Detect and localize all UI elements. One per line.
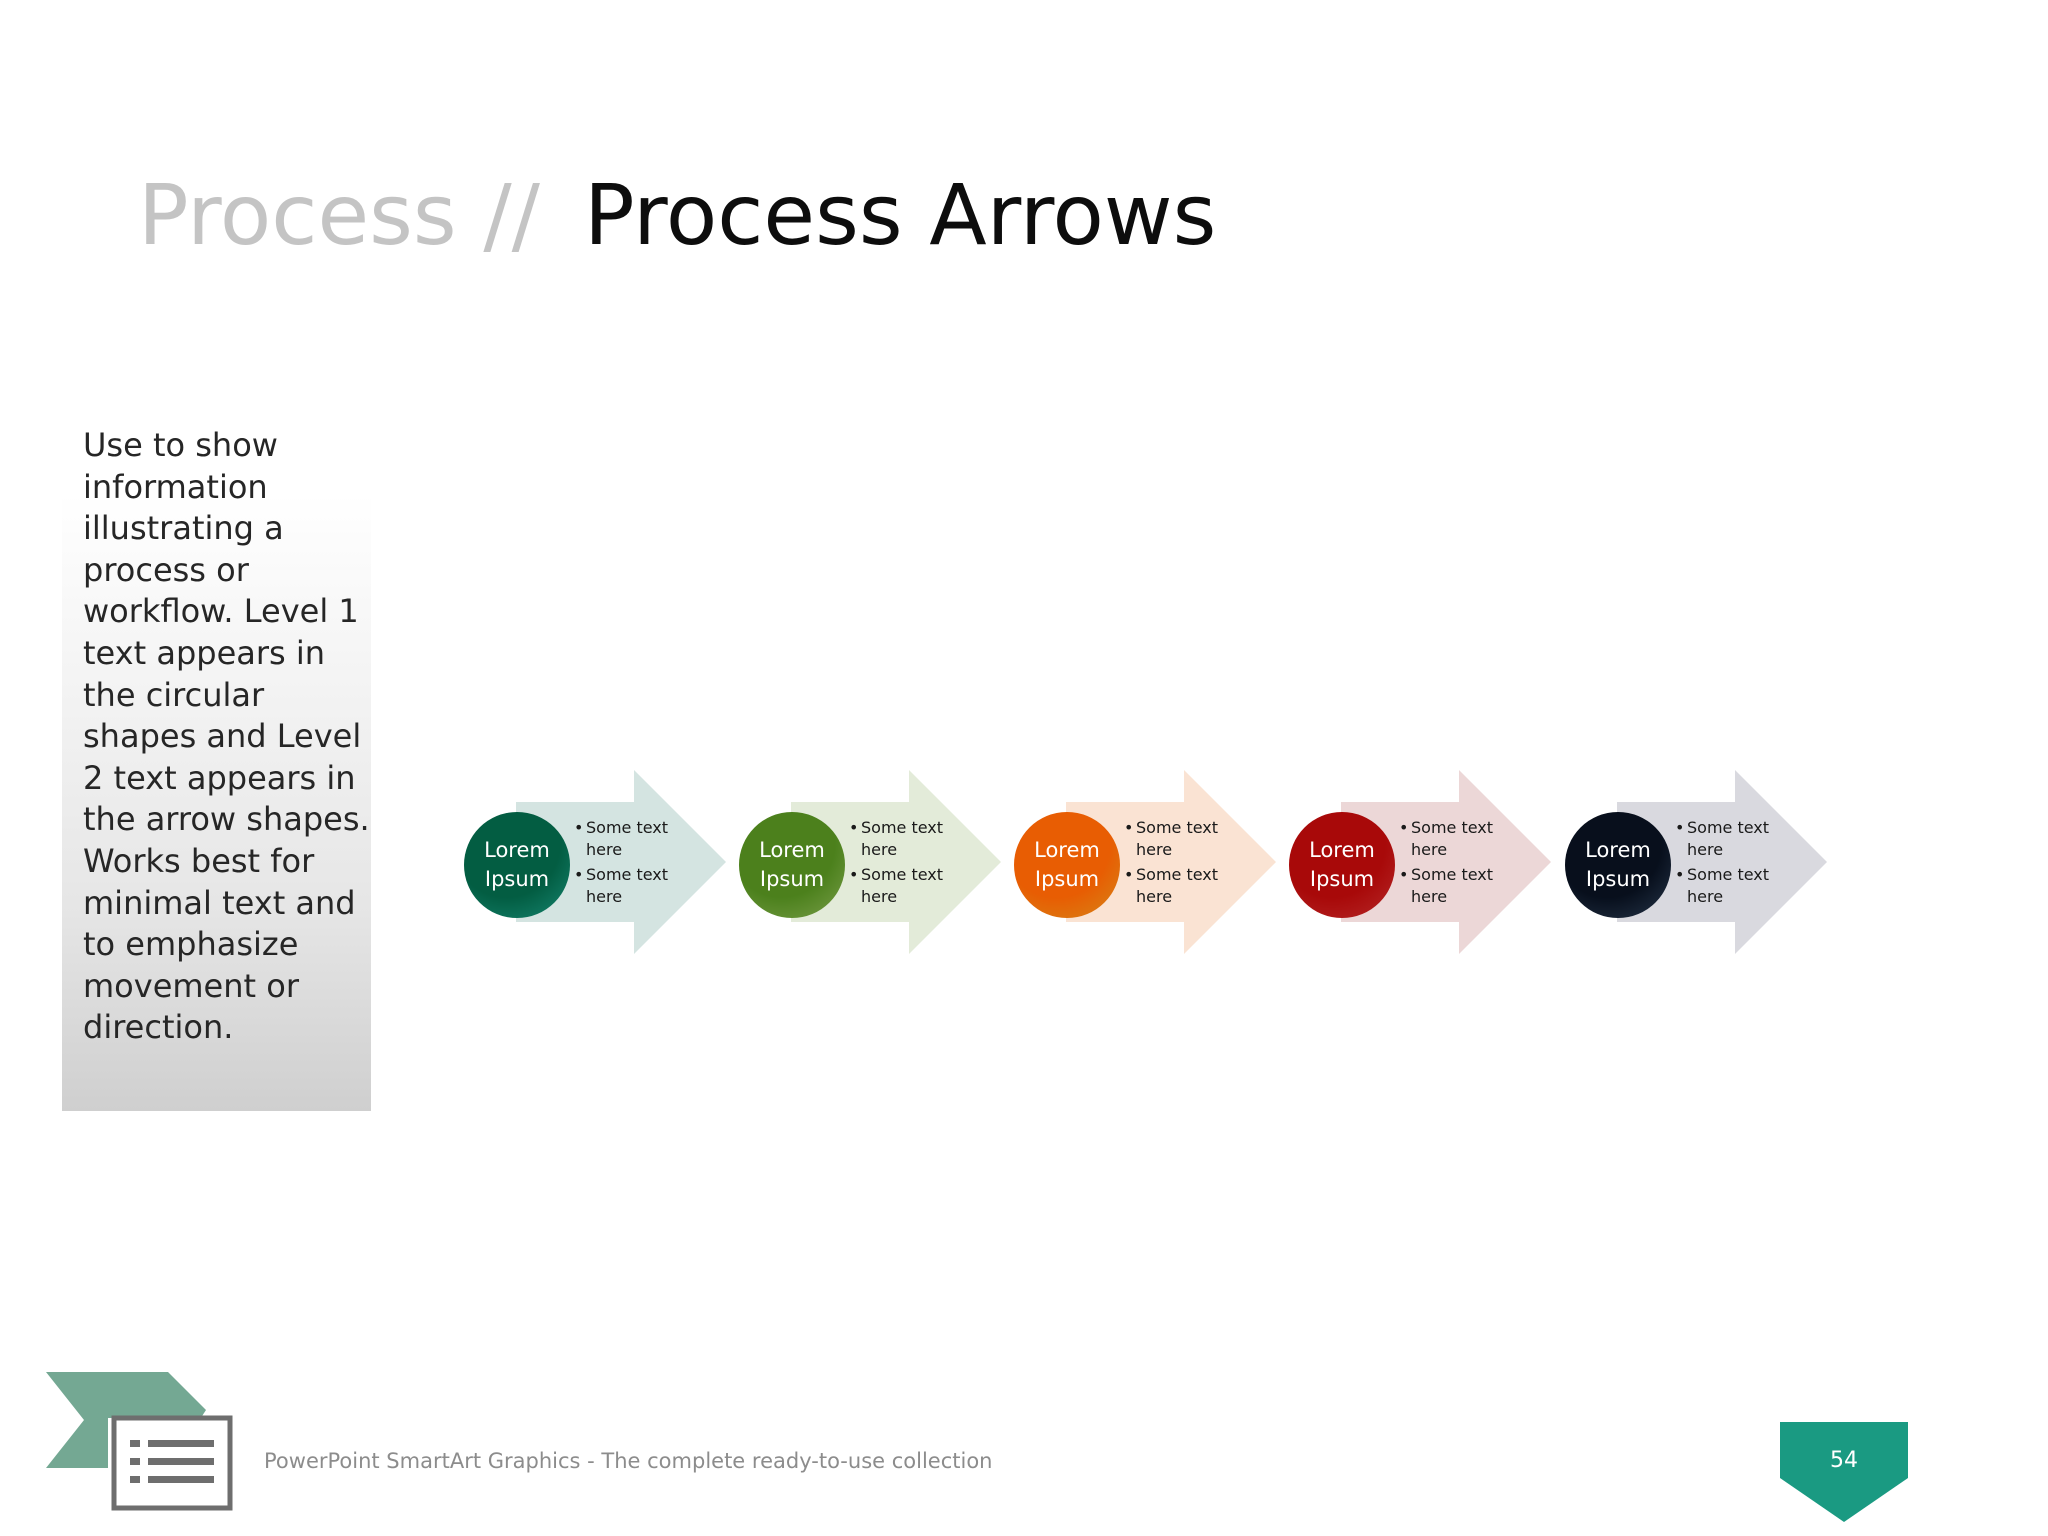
- bullet-icon: •: [1675, 818, 1685, 837]
- arrow-polygon: [1066, 770, 1276, 954]
- presentation-list-icon: [46, 1372, 233, 1511]
- step-circle: Lorem Ipsum: [464, 812, 570, 918]
- step-circle: Lorem Ipsum: [739, 812, 845, 918]
- process-step-4: Lorem Ipsum •Some text here •Some text h…: [1289, 770, 1561, 960]
- badge-shape: [1780, 1422, 1908, 1522]
- step-label-line1: Lorem: [1585, 838, 1651, 862]
- process-step-3: Lorem Ipsum •Some text here •Some text h…: [1014, 770, 1286, 960]
- bullet-text: Some text here: [586, 818, 669, 859]
- icon-line: [148, 1440, 214, 1447]
- step-label-line2: Ipsum: [1309, 867, 1375, 891]
- icon-bullet: [130, 1476, 140, 1483]
- bullet-icon: •: [849, 818, 859, 837]
- bullet-text: Some text here: [1136, 865, 1219, 906]
- bullet-item: •Some text here: [1124, 864, 1244, 908]
- bullet-icon: •: [1399, 818, 1409, 837]
- icon-bullet: [130, 1458, 140, 1465]
- step-circle: Lorem Ipsum: [1289, 812, 1395, 918]
- bullet-text: Some text here: [1687, 818, 1770, 859]
- description-panel: [62, 425, 371, 1111]
- step-circle: Lorem Ipsum: [1565, 812, 1671, 918]
- bullet-text: Some text here: [1136, 818, 1219, 859]
- footer-caption: PowerPoint SmartArt Graphics - The compl…: [264, 1449, 993, 1473]
- step-label-line1: Lorem: [484, 838, 550, 862]
- title-main: Process Arrows: [583, 166, 1217, 264]
- bullet-icon: •: [1399, 865, 1409, 884]
- bullet-item: •Some text here: [1675, 817, 1795, 861]
- bullet-item: •Some text here: [1399, 817, 1519, 861]
- bullet-item: •Some text here: [574, 864, 694, 908]
- bullet-item: •Some text here: [849, 864, 969, 908]
- bullet-text: Some text here: [1411, 865, 1494, 906]
- step-arrow-shape: [791, 770, 1001, 954]
- step-label-line1: Lorem: [759, 838, 825, 862]
- arrow-polygon: [1617, 770, 1827, 954]
- arrow-polygon: [516, 770, 726, 954]
- step-bullet-list: •Some text here •Some text here: [1124, 817, 1244, 911]
- bullet-icon: •: [1124, 818, 1134, 837]
- step-label-line2: Ipsum: [1034, 867, 1100, 891]
- step-label-line2: Ipsum: [759, 867, 825, 891]
- icon-bullet: [130, 1440, 140, 1447]
- arrow-polygon: [791, 770, 1001, 954]
- bullet-text: Some text here: [1687, 865, 1770, 906]
- page-number: 54: [1830, 1448, 1858, 1473]
- arrow-polygon: [1341, 770, 1551, 954]
- bullet-item: •Some text here: [1399, 864, 1519, 908]
- title-prefix: Process //: [138, 166, 540, 264]
- process-step-2: Lorem Ipsum •Some text here •Some text h…: [739, 770, 1011, 960]
- page-number-badge: [1780, 1422, 1908, 1522]
- step-bullet-list: •Some text here •Some text here: [1675, 817, 1795, 911]
- step-label-line1: Lorem: [1309, 838, 1375, 862]
- step-arrow-shape: [1617, 770, 1827, 954]
- icon-line: [148, 1476, 214, 1483]
- bullet-item: •Some text here: [574, 817, 694, 861]
- bullet-text: Some text here: [861, 865, 944, 906]
- bullet-text: Some text here: [586, 865, 669, 906]
- process-step-1: Lorem Ipsum •Some text here •Some text h…: [464, 770, 736, 960]
- bullet-icon: •: [574, 818, 584, 837]
- step-bullet-list: •Some text here •Some text here: [849, 817, 969, 911]
- description-text: Use to show information illustrating a p…: [83, 426, 370, 1047]
- process-step-5: Lorem Ipsum •Some text here •Some text h…: [1565, 770, 1837, 960]
- step-arrow-shape: [1066, 770, 1276, 954]
- step-bullet-list: •Some text here •Some text here: [574, 817, 694, 911]
- bullet-icon: •: [849, 865, 859, 884]
- bullet-icon: •: [574, 865, 584, 884]
- slide-title: Process // Process Arrows: [138, 165, 1216, 265]
- step-circle: Lorem Ipsum: [1014, 812, 1120, 918]
- step-label-line1: Lorem: [1034, 838, 1100, 862]
- bullet-icon: •: [1124, 865, 1134, 884]
- step-label-line2: Ipsum: [484, 867, 550, 891]
- bullet-icon: •: [1675, 865, 1685, 884]
- bullet-text: Some text here: [1411, 818, 1494, 859]
- bullet-item: •Some text here: [1124, 817, 1244, 861]
- bullet-item: •Some text here: [1675, 864, 1795, 908]
- step-arrow-shape: [1341, 770, 1551, 954]
- bullet-text: Some text here: [861, 818, 944, 859]
- step-label-line2: Ipsum: [1585, 867, 1651, 891]
- bullet-item: •Some text here: [849, 817, 969, 861]
- step-arrow-shape: [516, 770, 726, 954]
- icon-line: [148, 1458, 214, 1465]
- step-bullet-list: •Some text here •Some text here: [1399, 817, 1519, 911]
